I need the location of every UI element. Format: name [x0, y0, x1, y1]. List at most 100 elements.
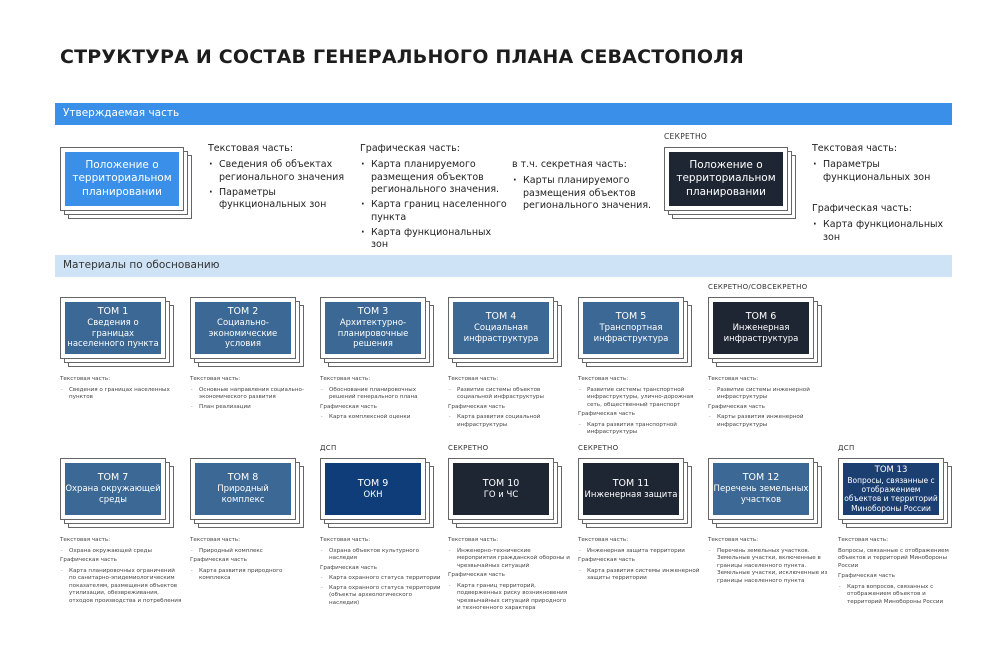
bullet-item: Карта развития системы инженерной защиты… — [578, 568, 700, 583]
bullet-list: Карта комплексной оценки — [320, 414, 442, 422]
box-text: Положение о территориальном планировании — [72, 159, 172, 198]
tome-description: Текстовая часть:Перечень земельных участ… — [708, 535, 830, 587]
tome-title: ТОМ 10 — [482, 477, 520, 489]
box-text: Социальная инфраструктура — [463, 323, 539, 344]
bullet-list: Карта функциональных зон — [812, 219, 952, 244]
section-heading: Графическая часть — [60, 557, 117, 564]
box-text: Транспортная инфраструктура — [593, 323, 669, 344]
tome-description: Текстовая часть:Природный комплексГрафич… — [190, 535, 312, 585]
section-text: Вопросы, связанные с отображением объект… — [838, 547, 949, 569]
bullet-list: Охрана окружающей среды — [60, 548, 182, 556]
bullet-list: Карта вопросов, связанных с отображением… — [838, 584, 960, 607]
classification-label: ДСП — [320, 444, 337, 452]
secret-label: СЕКРЕТНО — [664, 132, 708, 141]
graphic-part-column-2: Графическая часть: Карта функциональных з… — [812, 203, 952, 247]
section-heading: Текстовая часть: — [838, 537, 889, 543]
tome-title: ТОМ 1 — [97, 306, 129, 318]
box-text: Вопросы, связанные с отображением объект… — [844, 475, 938, 513]
tome-description: Текстовая часть:Инженерная защита террит… — [578, 535, 700, 585]
section-heading: Графическая часть — [448, 403, 505, 410]
box-text: ГО и ЧС — [483, 489, 519, 500]
bullet-item: Карта развития природного комплекса — [190, 568, 312, 583]
bullet-item: Инженерно-технические мероприятия гражда… — [448, 548, 570, 571]
tome-title: ТОМ 12 — [742, 472, 780, 484]
tome-description: Текстовая часть:Обоснование планировочны… — [320, 374, 442, 424]
bullet-list: Карта планируемого размещения объектов р… — [360, 159, 510, 251]
tome-title: ТОМ 3 — [357, 306, 389, 318]
page-title: СТРУКТУРА И СОСТАВ ГЕНЕРАЛЬНОГО ПЛАНА СЕ… — [60, 46, 745, 68]
section-heading: Текстовая часть: — [60, 537, 111, 543]
text-part-column-2: Текстовая часть:Параметры функциональных… — [812, 143, 952, 187]
bullet-list: Инженерная защита территории — [578, 548, 700, 556]
box-front: Положение о территориальном планировании — [664, 147, 788, 211]
bullet-list: Развитие системы инженерной инфраструкту… — [708, 387, 830, 402]
section-heading: Графическая часть — [578, 557, 635, 564]
section-heading: Текстовая часть: — [190, 376, 241, 382]
tome-description: Текстовая часть:Охрана объектов культурн… — [320, 535, 442, 609]
tome-description: Текстовая часть: Развитие системы инженер… — [708, 374, 830, 431]
bullet-item: Основные направления социально-экономиче… — [190, 387, 312, 402]
bullet-list: Перечень земельных участков. Земельные у… — [708, 548, 830, 586]
tome-title: ТОМ 6 — [745, 311, 777, 323]
section-heading: Графическая часть: — [812, 203, 912, 214]
tome-title: ТОМ 11 — [612, 477, 650, 489]
box-text: Социально-экономические условия — [208, 318, 278, 350]
bullet-list: Карта развития природного комплекса — [190, 568, 312, 583]
tome-title: ТОМ 9 — [357, 477, 389, 489]
section-heading: Текстовая часть: — [60, 376, 111, 382]
section-heading: Текстовая часть: — [812, 143, 898, 154]
bullet-list: Охрана объектов культурного наследия — [320, 548, 442, 563]
approved-box-position: Положение о территориальном планировании — [60, 147, 192, 219]
section-heading: Графическая часть — [320, 403, 377, 410]
box-fill: Положение о территориальном планировании — [65, 152, 179, 206]
bullet-item: Карта функциональных зон — [812, 219, 952, 244]
box-text: Природный комплекс — [217, 484, 269, 505]
secret-part-column: в т.ч. секретная часть:Карты планируемог… — [512, 159, 657, 215]
bullet-item: Обоснование планировочных решений генера… — [320, 387, 442, 402]
section-heading: Текстовая часть: — [448, 376, 499, 382]
box-text: Сведения о границах населенного пункта — [67, 318, 159, 350]
tome-title: ТОМ 4 — [485, 311, 517, 323]
bullet-item: Карта границ населенного пункта — [360, 199, 510, 224]
section-heading: Текстовая часть: — [448, 537, 499, 543]
bullet-list: Карта границ территорий, подверженных ри… — [448, 583, 570, 613]
tome-description: Текстовая часть: Охрана окружающей средыГ… — [60, 535, 182, 607]
classification-label: СЕКРЕТНО — [578, 444, 619, 452]
bullet-list: Карта охранного статуса территорииКарта … — [320, 575, 442, 607]
box-text: Положение о территориальном планировании — [676, 159, 776, 198]
tome-description: Текстовая часть:Развитие системы объекто… — [448, 374, 570, 431]
section-heading: Текстовая часть: — [708, 376, 759, 382]
tome-description: Текстовая часть:Сведения о границах насе… — [60, 374, 182, 404]
bullet-item: Сведения об объектах регионального значе… — [208, 159, 353, 184]
bullet-list: Обоснование планировочных решений генера… — [320, 387, 442, 402]
box-text: Охрана окружающей среды — [65, 484, 161, 505]
bullet-item: Карта развития транспортной инфраструкту… — [578, 422, 700, 437]
bullet-item: Карта планируемого размещения объектов р… — [360, 159, 510, 196]
bullet-item: Природный комплекс — [190, 548, 312, 556]
bullet-list: Карта развития системы инженерной защиты… — [578, 568, 700, 583]
box-front: Положение о территориальном планировании — [60, 147, 184, 211]
bullet-item: Развитие системы транспортной инфраструк… — [578, 387, 700, 410]
